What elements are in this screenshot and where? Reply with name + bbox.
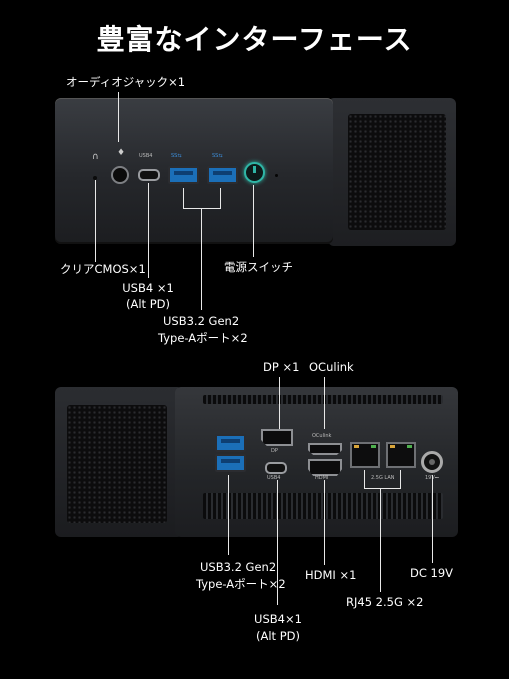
rj45-leader-a	[364, 470, 365, 488]
top-vent-slots	[203, 395, 443, 404]
device-back-panel: DP USB4 OCulink HDMI 2.5G LAN 19V⎓	[175, 387, 458, 537]
oculink-mark: OCulink	[312, 433, 332, 439]
power-leader-line	[253, 185, 254, 257]
usb32-back-label-2: Type-Aポート×2	[196, 577, 286, 591]
lan-mark: 2.5G LAN	[371, 475, 395, 481]
oculink-leader-line	[324, 377, 325, 429]
usb32-front-label-2: Type-Aポート×2	[158, 331, 248, 345]
rj45-port-2	[386, 442, 416, 468]
power-switch-label: 電源スイッチ	[224, 260, 293, 274]
dp-leader-line	[279, 377, 280, 429]
usb32-front-label-1: USB3.2 Gen2	[163, 314, 240, 328]
device-side-panel	[328, 98, 456, 246]
dc-label: DC 19V	[410, 566, 454, 580]
device-side-panel-rear	[55, 387, 183, 537]
audio-leader-line	[118, 92, 119, 142]
usb4-back-leader-line	[277, 480, 278, 605]
usb4-front-label-2: (Alt PD)	[126, 297, 170, 311]
usb4-front-label-1: USB4 ×1	[122, 281, 174, 295]
usb4-port-back	[265, 462, 287, 474]
mic-icon: ♦	[117, 148, 126, 158]
dp-mark: DP	[271, 448, 278, 454]
usb32-leader-b	[220, 188, 221, 208]
usb32-back-label-1: USB3.2 Gen2	[200, 560, 277, 574]
oculink-port	[308, 443, 342, 455]
usb32-leader-a	[183, 188, 184, 208]
dc-leader-line	[432, 475, 433, 563]
audio-jack-label: オーディオジャック×1	[66, 75, 186, 89]
bottom-vent-slots	[203, 493, 443, 519]
oculink-label: OCulink	[309, 360, 354, 374]
vent-grille-rear	[67, 405, 167, 523]
clear-cmos-label: クリアCMOS×1	[60, 262, 146, 276]
rj45-port-1	[350, 442, 380, 468]
audio-jack	[111, 166, 129, 184]
rj45-leader-down	[380, 488, 381, 592]
dc-power-jack	[421, 451, 443, 473]
usb-a-port-front-1	[168, 166, 199, 184]
dc-mark: 19V⎓	[425, 475, 439, 481]
usb32-back-leader-line	[228, 475, 229, 555]
hdmi-leader-line	[324, 480, 325, 565]
ss-mark-1: SS⇆	[171, 153, 182, 159]
usb4-port-front	[138, 169, 160, 181]
led-indicator	[275, 174, 278, 177]
usb4-mark: USB4	[139, 153, 153, 159]
usb4-front-leader-line	[148, 183, 149, 278]
usb-a-port-back-1	[215, 434, 246, 452]
vent-grille	[348, 114, 446, 230]
cmos-leader-line	[95, 180, 96, 262]
usb4-back-mark: USB4	[267, 475, 281, 481]
page-title: 豊富なインターフェース	[96, 23, 413, 56]
usb32-leader-bar	[183, 208, 221, 209]
usb-a-port-back-2	[215, 454, 246, 472]
usb32-leader-down	[201, 208, 202, 310]
usb4-back-label-2: (Alt PD)	[256, 629, 300, 643]
rj45-label: RJ45 2.5G ×2	[346, 595, 424, 609]
hdmi-mark: HDMI	[315, 475, 329, 481]
device-front-panel: ∩ ♦ USB4 SS⇆ SS⇆	[55, 98, 333, 244]
power-button[interactable]	[244, 162, 265, 183]
dp-label: DP ×1	[263, 360, 300, 374]
headphone-icon: ∩	[92, 152, 99, 162]
hdmi-port	[308, 459, 342, 476]
rj45-leader-bar	[364, 488, 401, 489]
ss-mark-2: SS⇆	[212, 153, 223, 159]
clear-cmos-hole	[93, 176, 97, 180]
usb4-back-label-1: USB4×1	[254, 612, 302, 626]
rj45-leader-b	[400, 470, 401, 488]
usb-a-port-front-2	[207, 166, 238, 184]
hdmi-label: HDMI ×1	[305, 568, 357, 582]
displayport	[261, 429, 293, 446]
